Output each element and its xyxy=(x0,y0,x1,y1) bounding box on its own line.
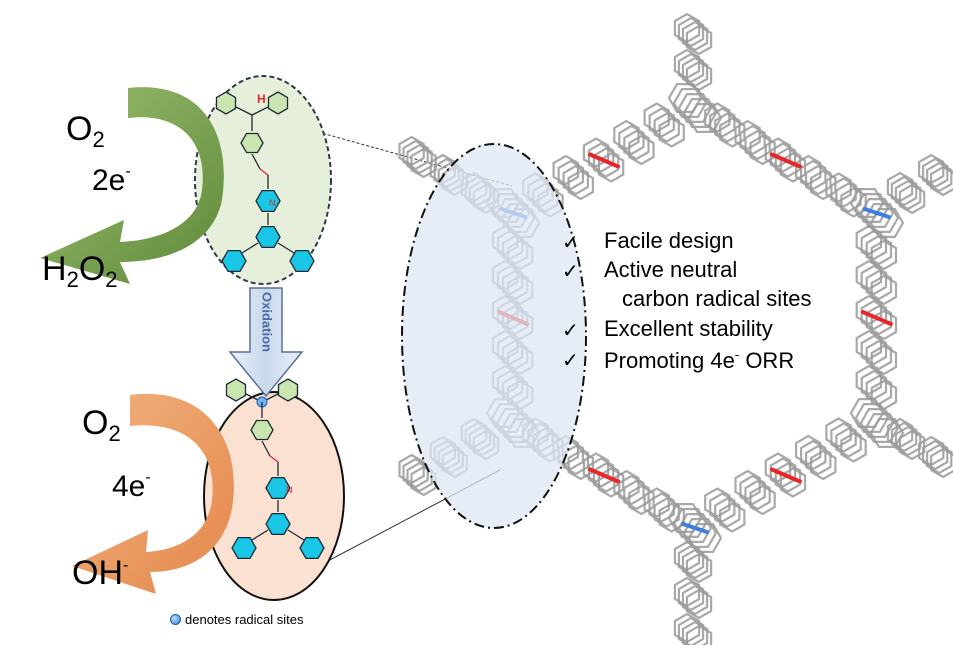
feature-item: Facile design xyxy=(604,230,734,252)
check-icon: ✓ xyxy=(562,230,579,254)
legend-text: denotes radical sites xyxy=(185,612,304,627)
check-icon: ✓ xyxy=(562,318,579,342)
radical-site-dot-icon xyxy=(170,614,181,625)
feature-item: Active neutral xyxy=(604,259,737,281)
feature-item: carbon radical sites xyxy=(622,288,812,310)
feature-item: Excellent stability xyxy=(604,318,773,340)
nitrogen-top-label: N xyxy=(269,199,276,208)
legend: denotes radical sites xyxy=(170,612,304,627)
feature-item: Promoting 4e- ORR xyxy=(604,348,794,372)
o2-bottom-label: O2 xyxy=(82,406,121,445)
o2-top-label: O2 xyxy=(66,112,105,151)
h2o2-label: H2O2 xyxy=(42,252,118,291)
four-electron-label: 4e- xyxy=(112,470,151,502)
check-icon: ✓ xyxy=(562,259,579,283)
zoom-oval xyxy=(402,144,586,528)
oxidation-label: Oxidation xyxy=(260,292,275,352)
hydrogen-label: H xyxy=(257,93,266,105)
nitrogen-bottom-label: N xyxy=(286,486,293,495)
oh-label: OH- xyxy=(72,556,128,590)
two-electron-label: 2e- xyxy=(92,164,131,196)
check-icon: ✓ xyxy=(562,348,579,372)
